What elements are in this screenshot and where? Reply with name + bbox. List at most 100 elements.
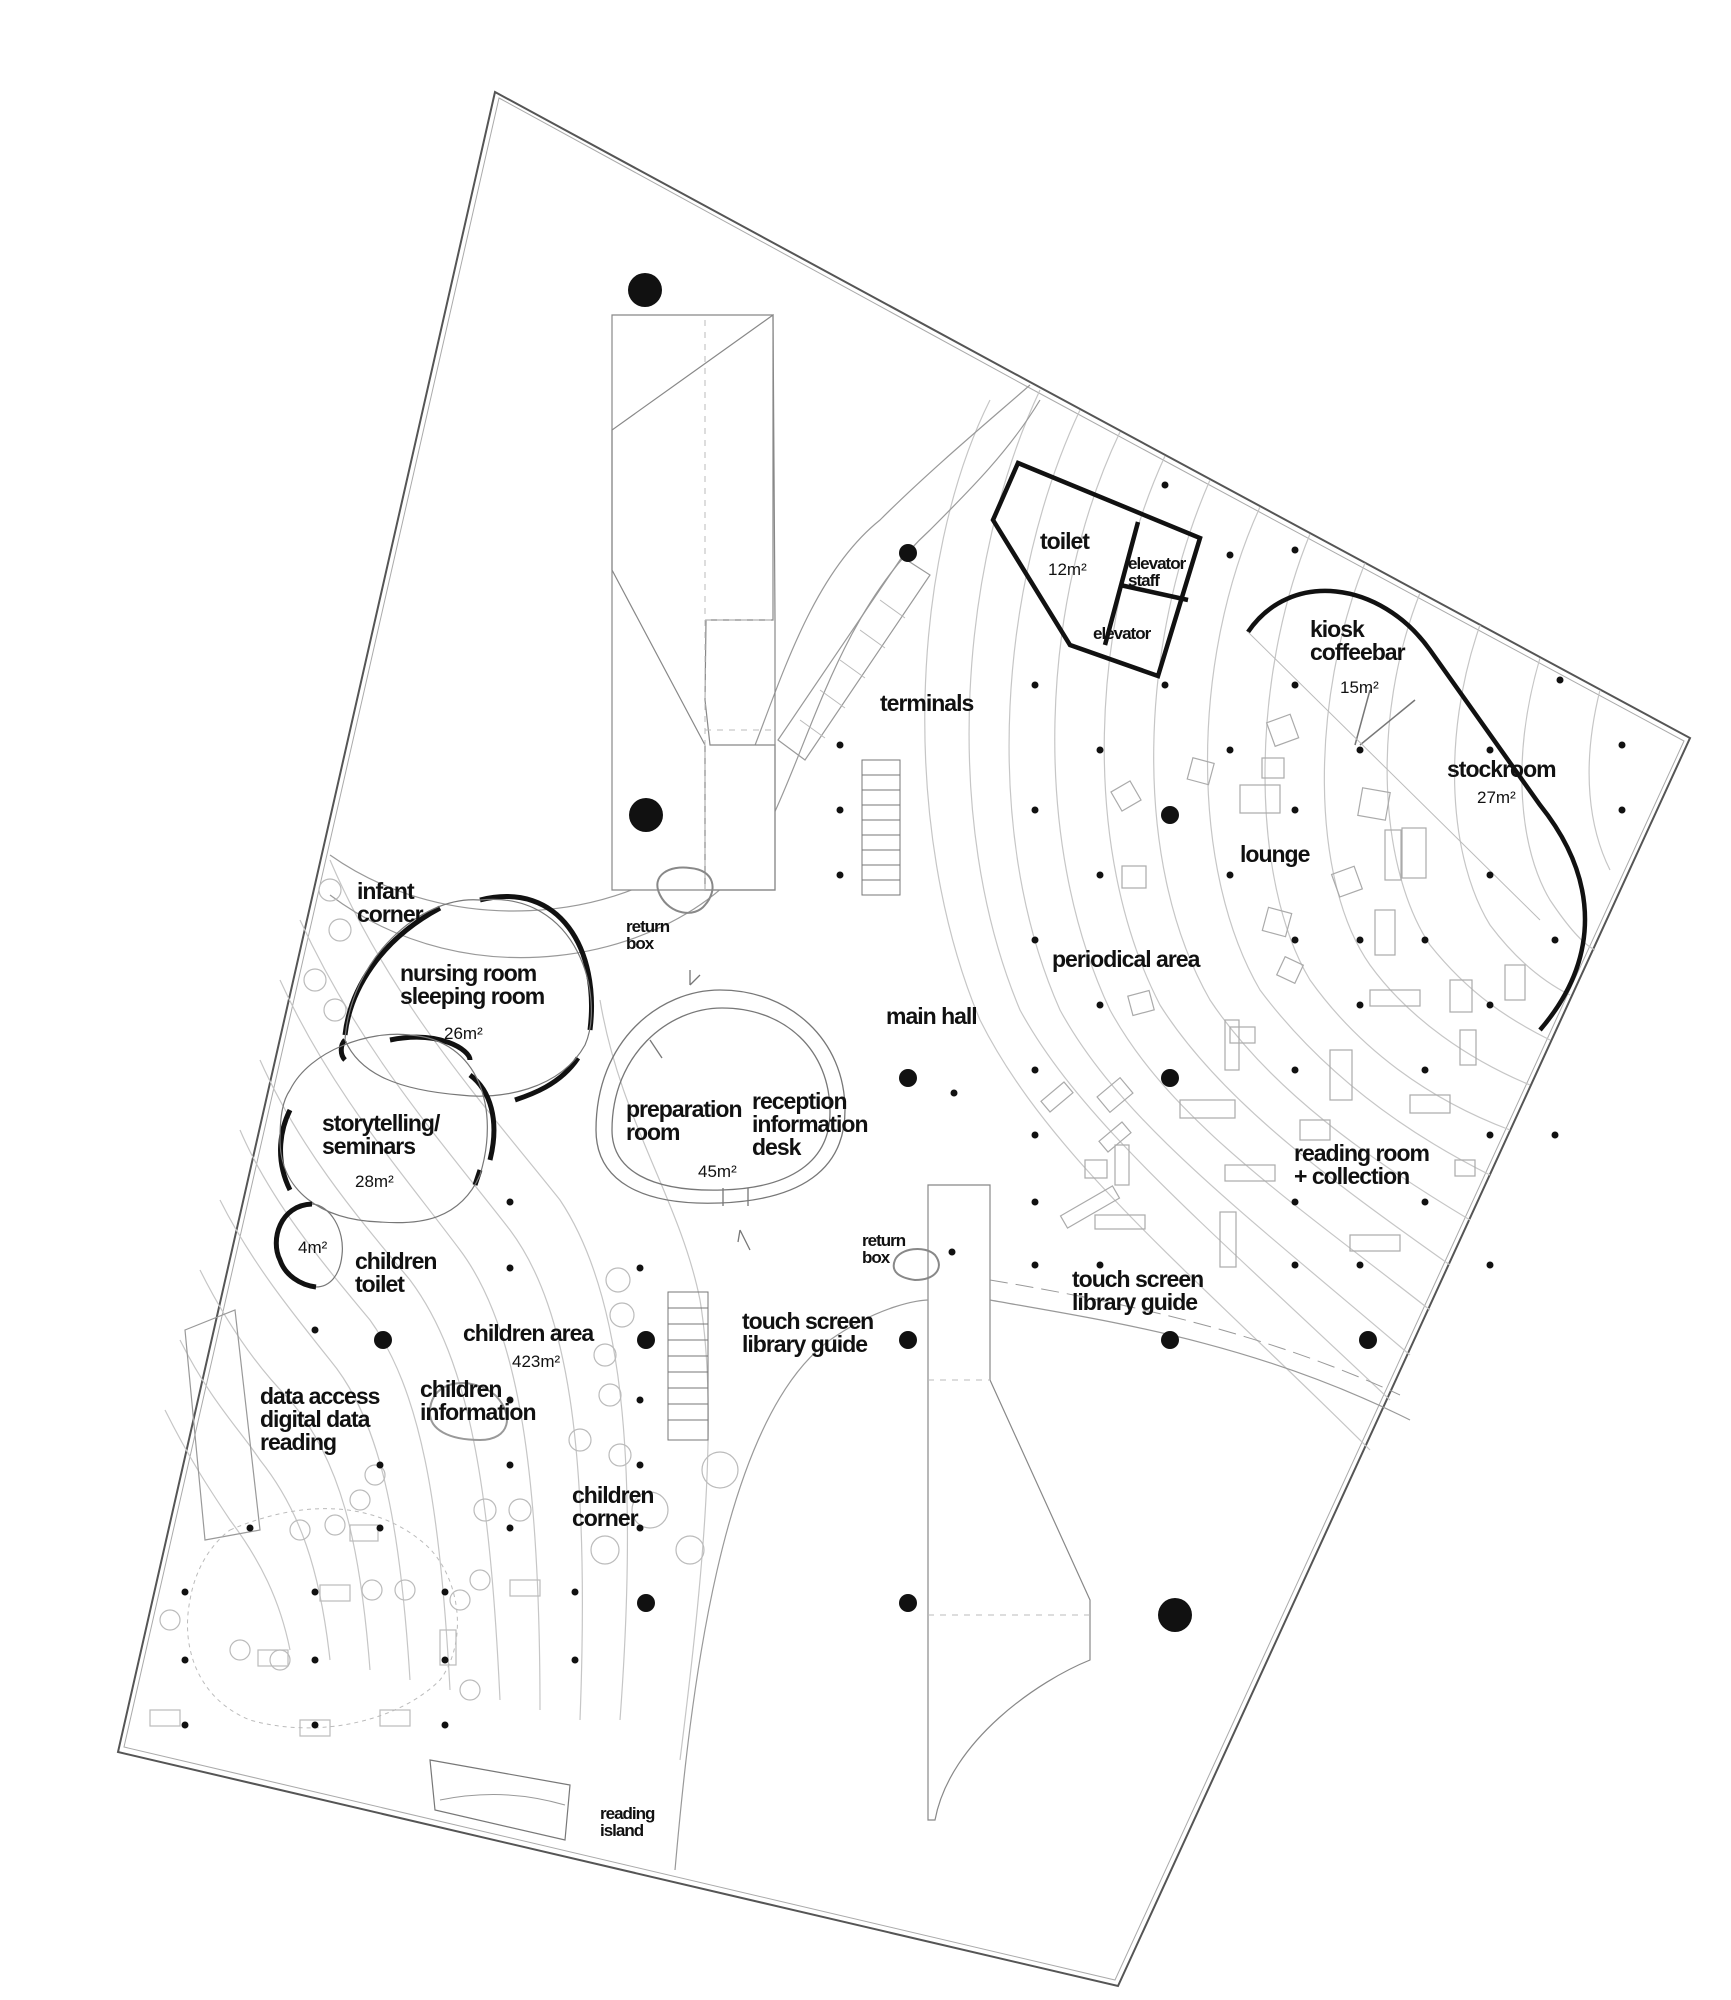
children-corner-label: children corner [572, 1482, 654, 1531]
column-dot [1031, 681, 1039, 689]
return-box-right-label: return box [862, 1231, 906, 1267]
return-box-left [656, 866, 714, 914]
column-dot [1226, 871, 1234, 879]
children-area-label: children area [463, 1320, 594, 1346]
column-dot [441, 1721, 449, 1729]
terminal-divider [879, 599, 906, 619]
elevator-label: elevator [1093, 624, 1151, 643]
column-dot [1486, 746, 1494, 754]
storytelling-thin [279, 1033, 488, 1224]
column-dot [636, 1524, 644, 1532]
infant-corner-label: infant corner [357, 878, 424, 927]
column-dot [948, 1248, 956, 1256]
storytelling-outline [278, 1034, 497, 1192]
preparation-room-label: preparation room [626, 1096, 743, 1145]
column-dot [950, 1089, 958, 1097]
reception-area: 45m² [698, 1162, 737, 1181]
column-dot [1356, 1261, 1364, 1269]
column-dot [1291, 806, 1299, 814]
column-dot [1551, 1131, 1559, 1139]
column-dot [636, 1264, 644, 1272]
reading-room-label: reading room + collection [1294, 1140, 1430, 1189]
entrance-arrow-right [737, 1229, 751, 1251]
terminal-row [777, 556, 931, 761]
kiosk-divider [1354, 689, 1371, 746]
column-dot [1551, 936, 1559, 944]
column-dot [1096, 1001, 1104, 1009]
children-furniture [149, 878, 739, 1737]
toilet-label: toilet [1040, 528, 1090, 554]
column-dot [506, 1198, 514, 1206]
column-dot [1486, 871, 1494, 879]
column-dot [441, 1656, 449, 1664]
column-dot [1161, 481, 1169, 489]
void-upper [611, 314, 776, 891]
building-outline-inner [123, 97, 1685, 1981]
stack-lines-right [924, 389, 1611, 1451]
data-access-shelf [184, 1309, 261, 1541]
column-dot [1031, 936, 1039, 944]
return-box-right [892, 1248, 940, 1282]
column-dot [1226, 551, 1234, 559]
terminal-divider [799, 719, 826, 739]
floor-edge-lower [989, 1299, 1411, 1421]
reception-divider [649, 1039, 663, 1059]
column-dot [1161, 681, 1169, 689]
reading-island-inner [439, 1794, 566, 1806]
column-dot [1618, 741, 1626, 749]
column-dot [1226, 746, 1234, 754]
children-toilet-thin [311, 1203, 343, 1288]
column-dot [311, 1588, 319, 1596]
void-lower [927, 1184, 1091, 1821]
column-dot [1356, 746, 1364, 754]
children-toilet-label: children toilet [355, 1248, 437, 1297]
kiosk-label: kiosk coffeebar [1310, 616, 1406, 665]
floor-edge-upper-2 [329, 399, 1041, 959]
column-dot [636, 1461, 644, 1469]
reception-label: reception information desk [752, 1088, 868, 1160]
column-dot [1031, 806, 1039, 814]
column-dot [1291, 546, 1299, 554]
return-box-left-label: return box [626, 917, 670, 953]
column-dot [376, 1461, 384, 1469]
column-dot [1556, 676, 1564, 684]
stairs-lower [667, 1291, 709, 1441]
elevator-staff-label: elevator staff [1128, 554, 1186, 590]
column-dot [1031, 1198, 1039, 1206]
lounge-label: lounge [1240, 841, 1310, 867]
column-dot [1291, 1198, 1299, 1206]
children-toilet-area: 4m² [298, 1238, 328, 1257]
column-dot [836, 741, 844, 749]
data-access-label: data access digital data reading [260, 1383, 380, 1455]
column-dot [1356, 936, 1364, 944]
children-toilet-outline [273, 1201, 317, 1290]
stockroom-area: 27m² [1477, 788, 1516, 807]
storytelling-area: 28m² [355, 1172, 394, 1191]
column-dot [441, 1588, 449, 1596]
reception-outer [595, 989, 846, 1204]
toilet-area: 12m² [1048, 560, 1087, 579]
column-dot [311, 1326, 319, 1334]
columns-large [628, 273, 1192, 1632]
column-dot [311, 1721, 319, 1729]
columns-medium [374, 544, 1377, 1612]
reception-inner [611, 1007, 831, 1191]
column-dot [506, 1264, 514, 1272]
column-dot [181, 1656, 189, 1664]
column-dot [1096, 1261, 1104, 1269]
terminal-divider [839, 659, 866, 679]
column-dot [1421, 1198, 1429, 1206]
terminal-divider [859, 629, 886, 649]
column-dot [836, 871, 844, 879]
column-dot [506, 1524, 514, 1532]
column-dot [246, 1524, 254, 1532]
column-dot [1291, 936, 1299, 944]
floor-edge-lower-left [674, 1299, 929, 1871]
column-dot [571, 1588, 579, 1596]
column-dot [636, 1396, 644, 1404]
stockroom-label: stockroom [1447, 756, 1557, 782]
column-dot [506, 1461, 514, 1469]
column-dot [1031, 1066, 1039, 1074]
periodical-area-label: periodical area [1052, 946, 1200, 972]
stack-lines-left [164, 859, 709, 1761]
